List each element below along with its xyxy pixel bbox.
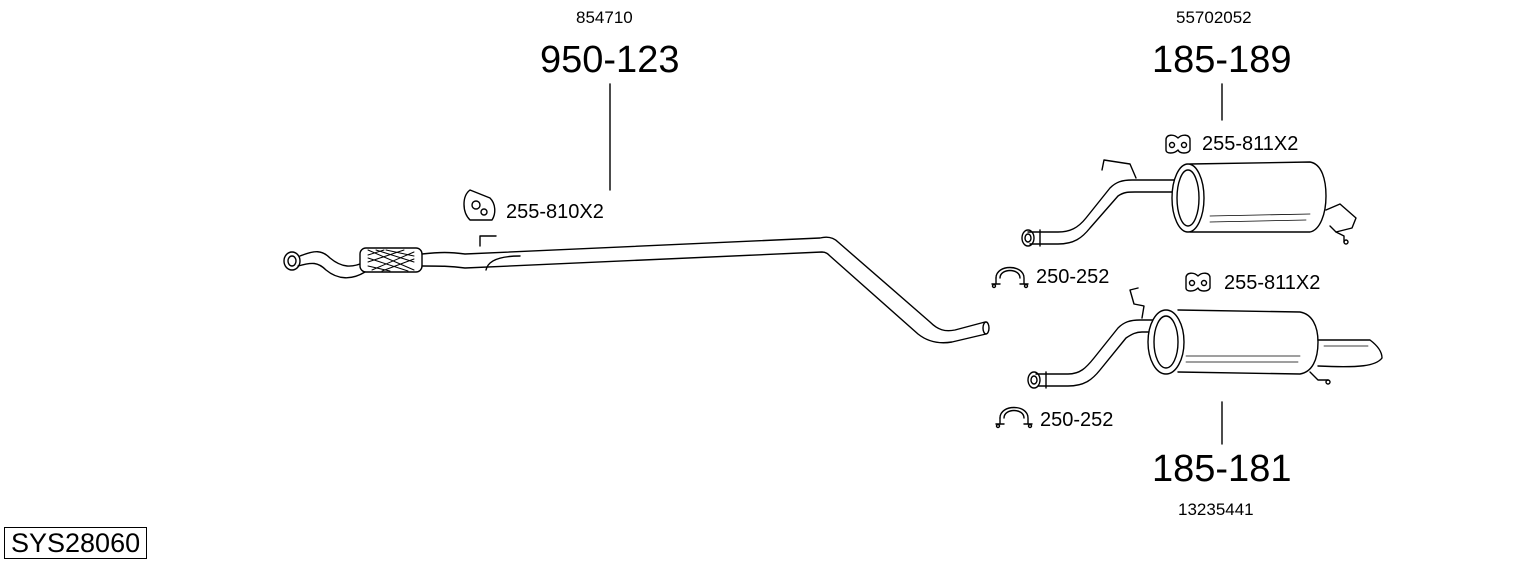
accessory-ref-lower-clamp[interactable]: 250-252 <box>1040 409 1114 431</box>
oem-number-rear-lower: 13235441 <box>1178 500 1254 519</box>
rubber-hanger-icon <box>1165 134 1191 154</box>
part-ref-rear-lower[interactable]: 185-181 <box>1152 448 1292 490</box>
front-pipe-950-123 <box>283 235 990 344</box>
rubber-hanger-icon <box>463 189 496 221</box>
accessory-ref-upper-clamp[interactable]: 250-252 <box>1036 266 1110 288</box>
rubber-hanger-icon <box>1185 272 1211 292</box>
accessory-ref-lower-hanger[interactable]: 255-811X2 <box>1224 272 1321 294</box>
pipe-clamp-icon <box>991 266 1029 289</box>
part-ref-rear-upper[interactable]: 185-189 <box>1152 39 1292 81</box>
part-ref-front-pipe[interactable]: 950-123 <box>540 39 680 81</box>
accessory-ref-upper-hanger[interactable]: 255-811X2 <box>1202 133 1299 155</box>
oem-number-front-pipe: 854710 <box>576 8 633 27</box>
oem-number-rear-upper: 55702052 <box>1176 8 1252 27</box>
system-code-label: SYS28060 <box>4 527 148 559</box>
pipe-clamp-icon <box>995 406 1033 429</box>
accessory-ref-front-hanger[interactable]: 255-810X2 <box>506 201 604 223</box>
rear-silencer-185-181 <box>1027 287 1383 389</box>
rear-silencer-185-189 <box>1021 159 1357 247</box>
